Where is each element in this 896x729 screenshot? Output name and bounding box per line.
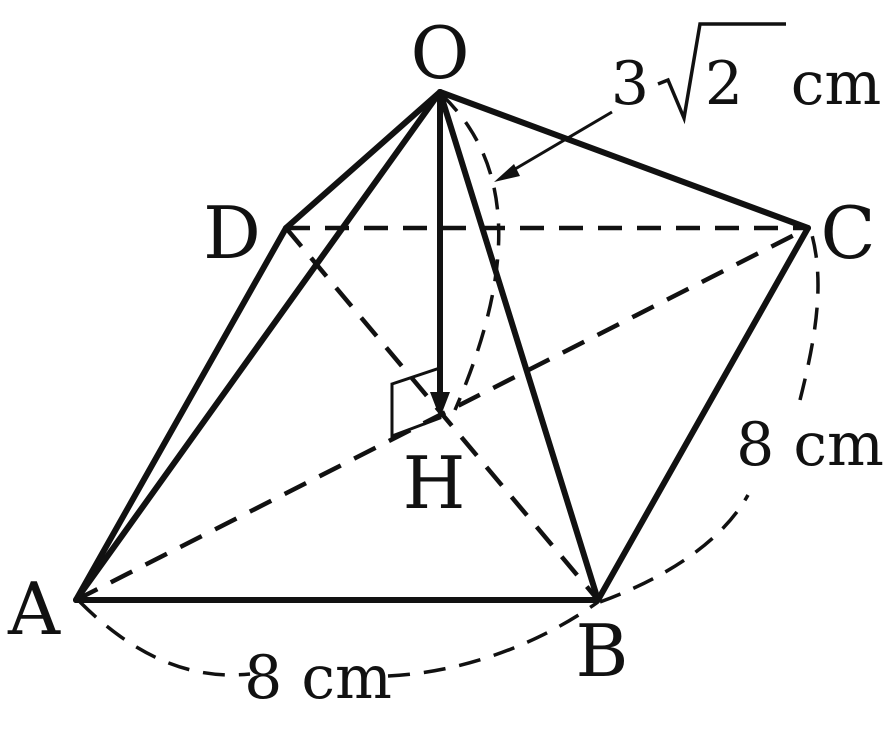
vertex-label-d: D xyxy=(203,191,261,275)
radical-sign xyxy=(657,22,786,125)
edge-oc xyxy=(437,89,811,231)
measure-oc-coefficient: 3 xyxy=(611,49,649,119)
measure-oc-radicand: 2 xyxy=(705,49,743,119)
dimension-arc-bc xyxy=(599,494,750,604)
vertex-label-o: O xyxy=(410,11,469,95)
edge-oa xyxy=(73,89,443,603)
right-angle-marker xyxy=(390,365,442,439)
measure-bc: 8 cm xyxy=(736,410,884,480)
edge-ad xyxy=(73,225,289,603)
vertex-label-h: H xyxy=(403,441,466,525)
edge-bc xyxy=(595,225,811,603)
oc-pointer-arrowhead xyxy=(494,164,520,182)
oc-pointer-line xyxy=(509,110,613,174)
dimension-arc-bc-upper xyxy=(798,234,820,401)
edge-od xyxy=(283,89,443,231)
dimension-arc-ab-right xyxy=(387,600,600,678)
vertex-label-a: A xyxy=(7,567,61,651)
vertex-label-b: B xyxy=(576,609,629,693)
dimension-arc-oh xyxy=(440,93,501,411)
hidden-diagonal-db xyxy=(284,226,600,602)
edge-ob xyxy=(437,89,601,603)
dimension-arc-ab xyxy=(78,600,251,677)
measure-oc-unit: cm xyxy=(791,49,882,119)
measure-ab: 8 cm xyxy=(244,643,392,713)
vertex-label-c: C xyxy=(820,191,875,275)
